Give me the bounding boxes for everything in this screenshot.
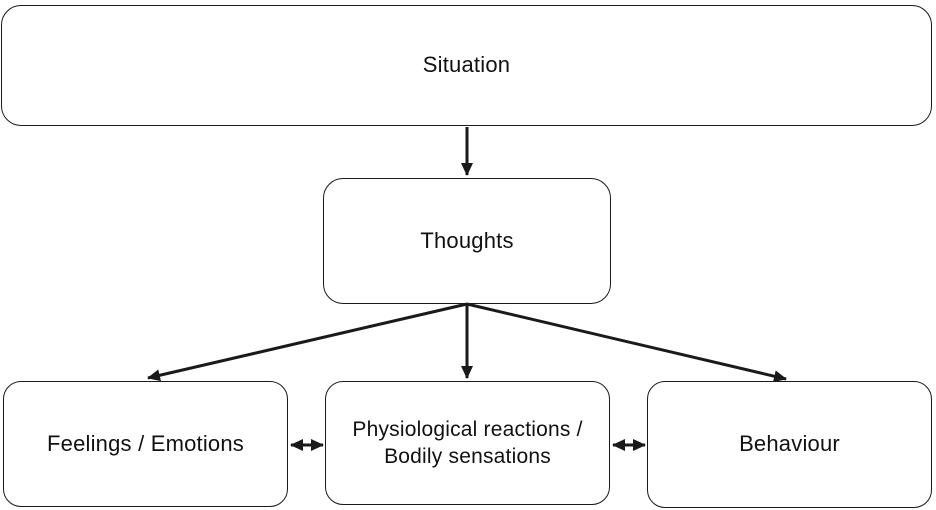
arrow-thoughts-to-feelings	[147, 302, 468, 382]
node-thoughts: Thoughts	[323, 178, 611, 304]
arrow-thoughts-to-behaviour	[466, 302, 787, 383]
node-situation-label: Situation	[422, 52, 511, 78]
node-feelings-emotions-label: Feelings / Emotions	[47, 430, 244, 456]
node-behaviour-label: Behaviour	[739, 431, 840, 457]
node-behaviour: Behaviour	[647, 381, 932, 508]
node-thoughts-label: Thoughts	[420, 227, 514, 253]
node-situation: Situation	[1, 5, 932, 126]
node-physiological-reactions: Physiological reactions / Bodily sensati…	[325, 381, 610, 505]
node-feelings-emotions: Feelings / Emotions	[3, 381, 288, 507]
node-physiological-reactions-label: Physiological reactions / Bodily sensati…	[352, 417, 583, 468]
